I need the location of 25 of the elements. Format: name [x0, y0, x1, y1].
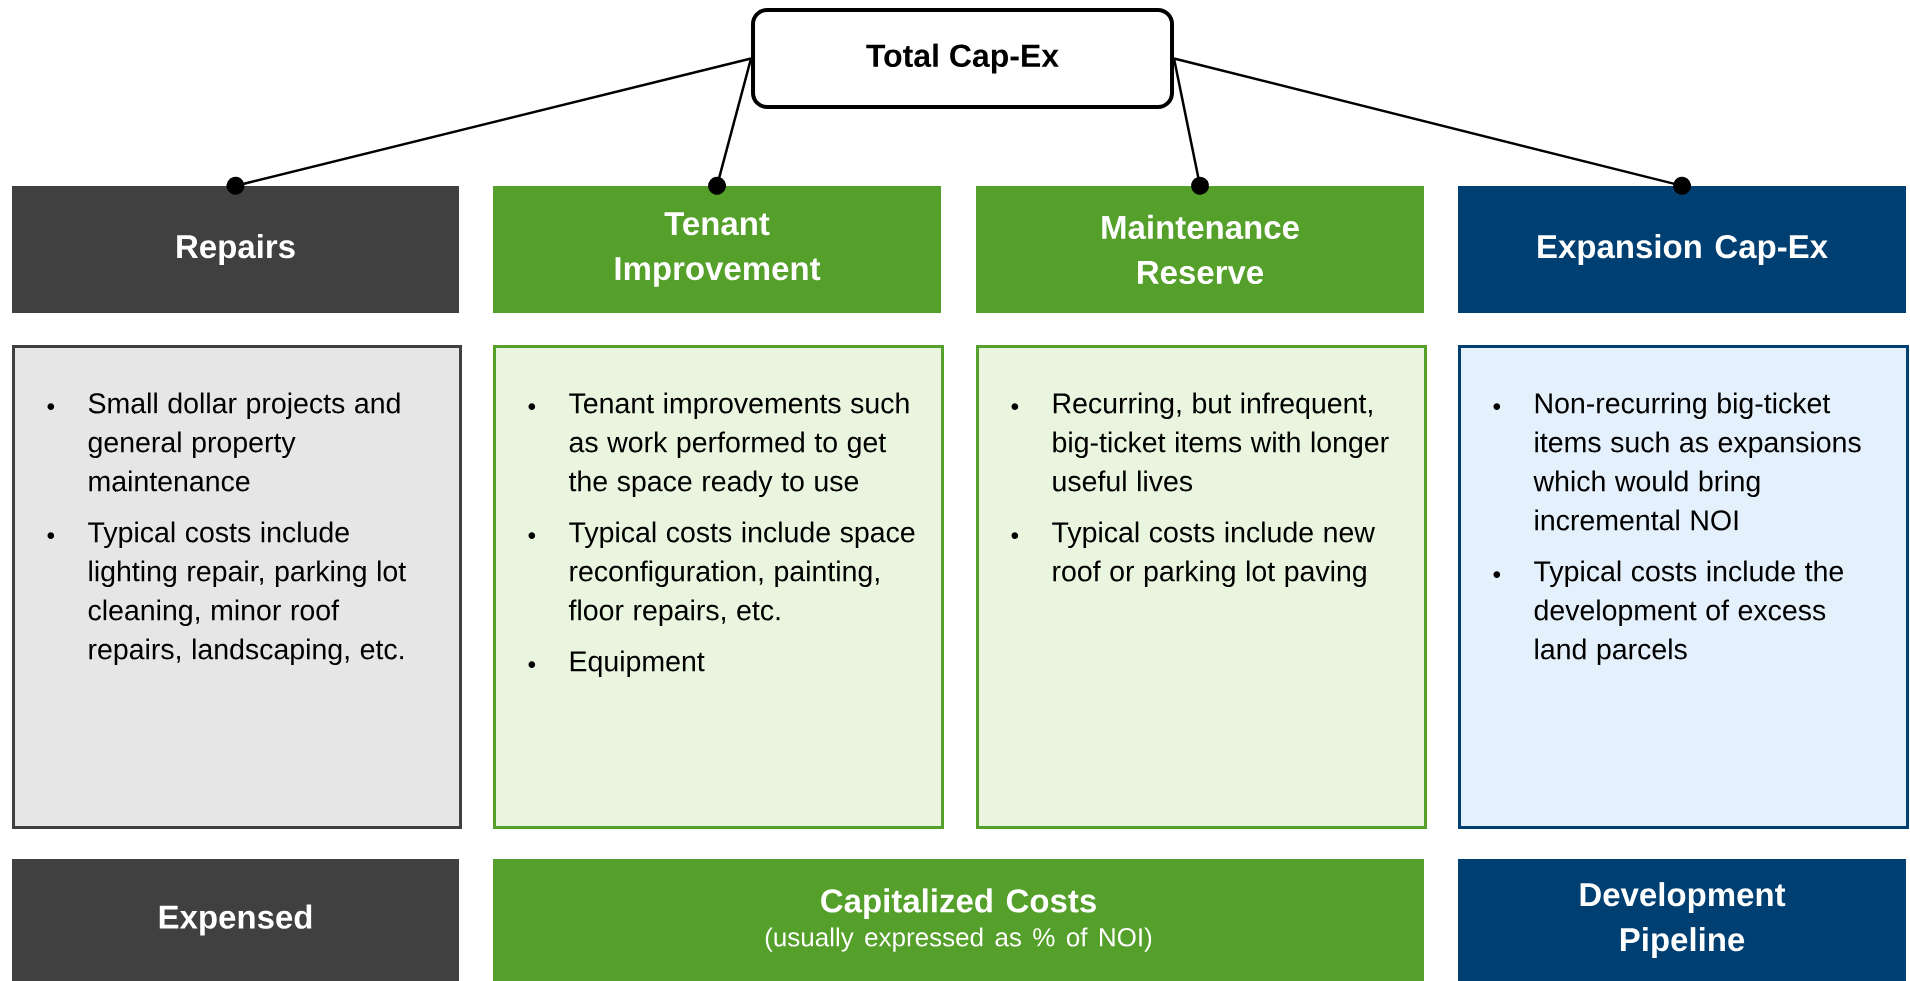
bullet-item: Typical costs include new roof or parking lot paving — [1011, 521, 1375, 588]
description-panel — [12, 345, 462, 829]
bullet-item: Tenant improvements such as work performed to get the space ready to use — [528, 392, 909, 498]
bullet-item: Small dollar projects and general property maintenance — [47, 392, 400, 492]
connector — [1173, 57, 1691, 195]
category-header: Tenant Improvement — [493, 186, 941, 313]
category-band: Expensed — [12, 859, 459, 981]
connector — [226, 57, 752, 195]
connector — [708, 58, 753, 195]
bullet-item: Typical costs include space reconfiguration, painting, floor repairs, etc. — [528, 521, 915, 627]
category-band: Capitalized Costs (usually expressed as % of NOI) — [493, 859, 1424, 981]
bullet-item: Typical costs include lighting repair, parking lot cleaning, minor roof repairs, landscaping, etc. — [47, 521, 406, 666]
connector — [1172, 58, 1209, 195]
title-box: Total Cap-Ex — [751, 8, 1174, 109]
category-header: Repairs — [12, 186, 459, 313]
description-panel — [976, 345, 1427, 829]
category-header: Expansion Cap-Ex — [1458, 186, 1906, 313]
category-header: Maintenance Reserve — [976, 186, 1424, 313]
description-panel — [1458, 345, 1909, 829]
category-band: Development Pipeline — [1458, 859, 1906, 981]
bullet-item: Typical costs include the development of excess land parcels — [1493, 560, 1843, 666]
description-panel — [493, 345, 944, 829]
bullet-item: Recurring, but infrequent, big-ticket items with longer useful lives — [1011, 392, 1389, 492]
bullet-item: Equipment — [528, 650, 705, 678]
bullet-item: Non-recurring big-ticket items such as expansions which would bring incremental NOI — [1493, 392, 1861, 531]
